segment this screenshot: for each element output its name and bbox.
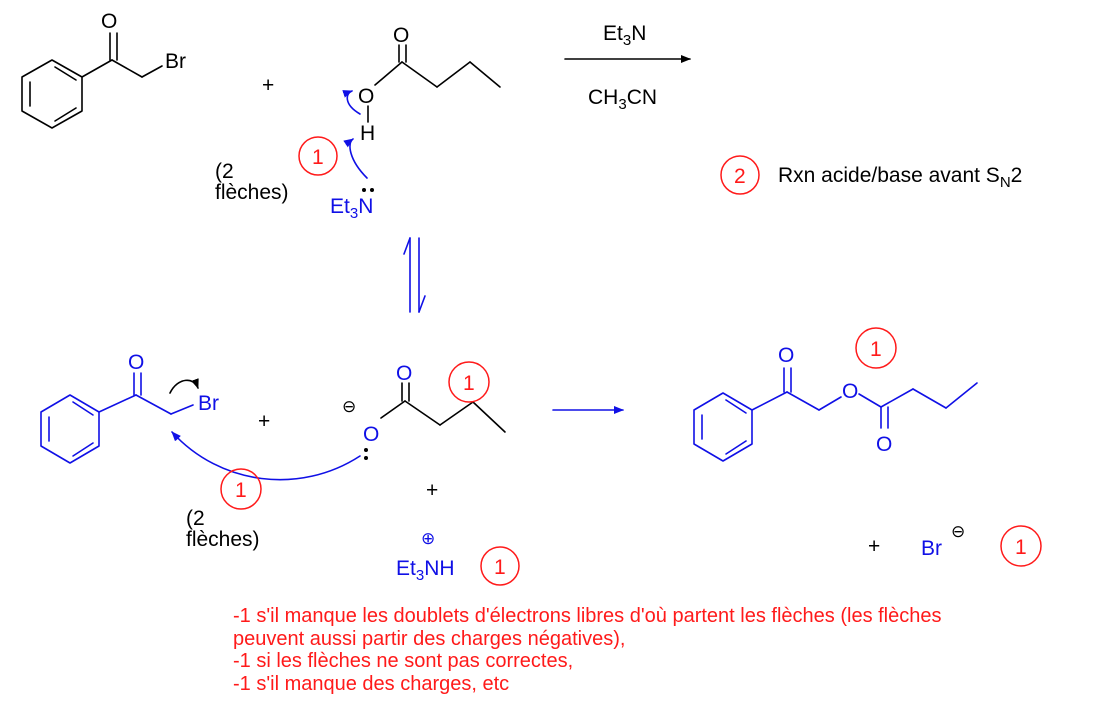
grading-note-line: -1 s'il manque les doublets d'électrons … [233,605,942,627]
plus-sign: + [868,535,880,558]
phenacyl-bromide-structure: O Br [21,10,186,129]
grading-notes: -1 s'il manque les doublets d'électrons … [233,605,1100,695]
solvent-acetonitrile: CH3CN [588,86,657,113]
bromide-ion: Br ⊖ [921,522,965,560]
atom-oxygen: O [358,85,374,108]
reagent-triethylamine: Et3N [603,22,646,49]
negative-charge: ⊖ [342,397,356,416]
atom-oxygen: O [396,362,412,385]
curved-arrow-oh-bond [342,90,361,115]
atom-oxygen: O [101,10,117,33]
triethylammonium: ⊕ Et3NH [396,529,455,584]
svg-text:Et3NH: Et3NH [396,557,455,584]
equilibrium-arrows [403,237,426,313]
score-badge: 1 [448,361,490,403]
plus-sign: + [262,74,274,97]
negative-charge: ⊖ [951,522,965,541]
butanoic-acid-structure: O O H [358,24,501,145]
butanoate-structure: ⊖ O O [342,362,506,460]
score-badge: 1 [1000,525,1042,567]
curved-arrow-c-br [169,378,199,394]
svg-text:1: 1 [312,146,324,169]
score-badge: 1 [855,327,897,369]
atom-oxygen: O [393,24,409,47]
atom-oxygen: O [363,423,379,446]
ester-product-structure: O O O [693,344,978,462]
atom-bromine: Br [198,392,219,415]
svg-text:1: 1 [1015,536,1027,559]
atom-bromine: Br [165,50,186,73]
grading-note-line: -1 s'il manque des charges, etc [233,672,510,695]
atom-oxygen: O [778,344,794,367]
score-badge: 2 [720,155,760,195]
svg-text:1: 1 [870,338,882,361]
plus-sign: + [426,479,438,502]
svg-text:Et3N: Et3N [330,195,373,222]
triethylamine-base: Et3N [330,188,374,222]
svg-text:2: 2 [734,165,746,188]
phenacyl-bromide-structure: O Br [40,351,219,464]
atom-hydrogen: H [360,122,375,145]
svg-text:1: 1 [235,479,247,502]
plus-sign: + [258,410,270,433]
atom-oxygen: O [842,380,858,403]
score-badge: 1 [298,136,338,176]
atom-oxygen: O [128,351,144,374]
atom-oxygen: O [876,433,892,456]
side-note-text: Rxn acide/base avant SN2 [778,164,1022,191]
positive-charge: ⊕ [421,529,435,548]
score-badge: 1 [480,546,520,586]
curved-arrow-nucleophilic-attack [171,431,361,481]
svg-text:1: 1 [494,556,506,579]
curved-arrow-base-to-proton [343,138,368,179]
grading-note-line: peuvent aussi partir des charges négativ… [233,627,626,650]
score-badge: 1 [220,468,262,510]
grading-note-line: -1 si les flèches ne sont pas correctes, [233,650,574,672]
svg-text:1: 1 [463,372,475,395]
svg-text:Br: Br [921,537,942,560]
